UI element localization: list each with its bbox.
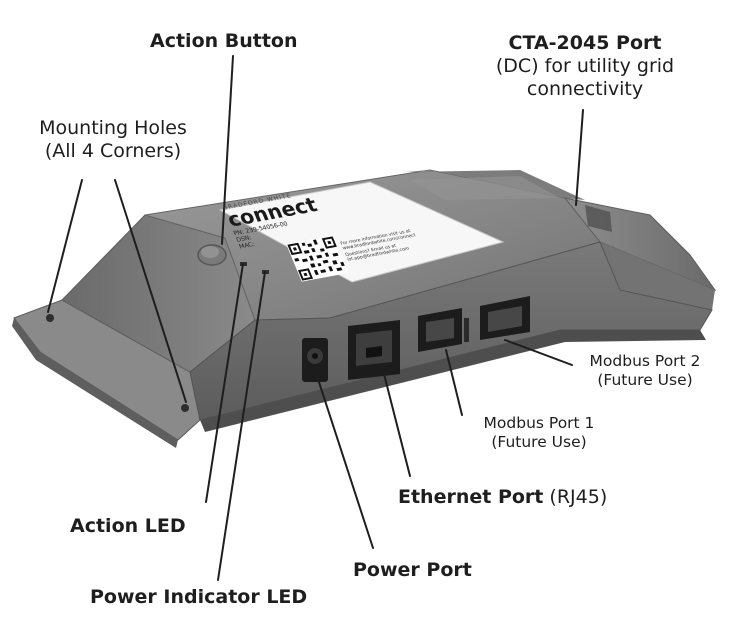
callout-modbus-port-1-line2: (Future Use) xyxy=(491,432,587,451)
callout-cta-port-line2: (DC) for utility grid xyxy=(495,55,675,78)
leader-power-led xyxy=(217,271,266,581)
callout-cta-port-title: CTA-2045 Port xyxy=(508,32,662,54)
cta-port-shape xyxy=(585,205,612,232)
callout-power-port: Power Port xyxy=(353,559,472,582)
callout-cta-port-line3: connectivity xyxy=(526,78,644,101)
leader-mounting-front xyxy=(114,179,187,403)
callout-power-indicator-led-text: Power Indicator LED xyxy=(90,586,308,608)
leader-action-led xyxy=(205,263,244,503)
callout-modbus-port-2: Modbus Port 2 (Future Use) xyxy=(560,352,730,390)
leader-modbus-2 xyxy=(504,339,573,366)
callout-action-button-text: Action Button xyxy=(150,30,298,52)
callout-ethernet-port-title: Ethernet Port xyxy=(398,486,544,508)
callout-modbus-port-2-line1: Modbus Port 2 xyxy=(589,352,701,370)
callout-action-led: Action LED xyxy=(70,515,186,538)
callout-mounting-holes-line2: (All 4 Corners) xyxy=(44,140,182,163)
mounting-hole-left xyxy=(46,314,54,322)
callout-mounting-holes-line1: Mounting Holes xyxy=(39,117,187,139)
leader-mounting-left xyxy=(47,179,83,313)
mounting-hole-front xyxy=(181,404,189,412)
leader-lines xyxy=(47,55,584,581)
callout-modbus-port-1-line1: Modbus Port 1 xyxy=(483,414,595,432)
leader-ethernet xyxy=(383,373,411,477)
callout-mounting-holes: Mounting Holes (All 4 Corners) xyxy=(18,117,208,163)
leader-power-port xyxy=(316,375,374,549)
callout-modbus-port-1: Modbus Port 1 (Future Use) xyxy=(455,414,623,452)
leader-cta-port xyxy=(575,109,584,206)
callout-cta-port: CTA-2045 Port (DC) for utility grid conn… xyxy=(470,32,700,102)
callout-action-led-text: Action LED xyxy=(70,515,186,537)
callout-modbus-port-2-line2: (Future Use) xyxy=(597,370,693,389)
callout-action-button: Action Button xyxy=(150,30,298,53)
callout-power-indicator-led: Power Indicator LED xyxy=(90,586,307,609)
qr-code xyxy=(286,235,349,282)
leader-action-button xyxy=(221,55,234,245)
callout-ethernet-port-suffix: (RJ45) xyxy=(543,486,608,508)
callout-ethernet-port: Ethernet Port (RJ45) xyxy=(398,486,607,509)
callout-power-port-text: Power Port xyxy=(353,559,472,581)
leader-modbus-1 xyxy=(445,349,463,416)
